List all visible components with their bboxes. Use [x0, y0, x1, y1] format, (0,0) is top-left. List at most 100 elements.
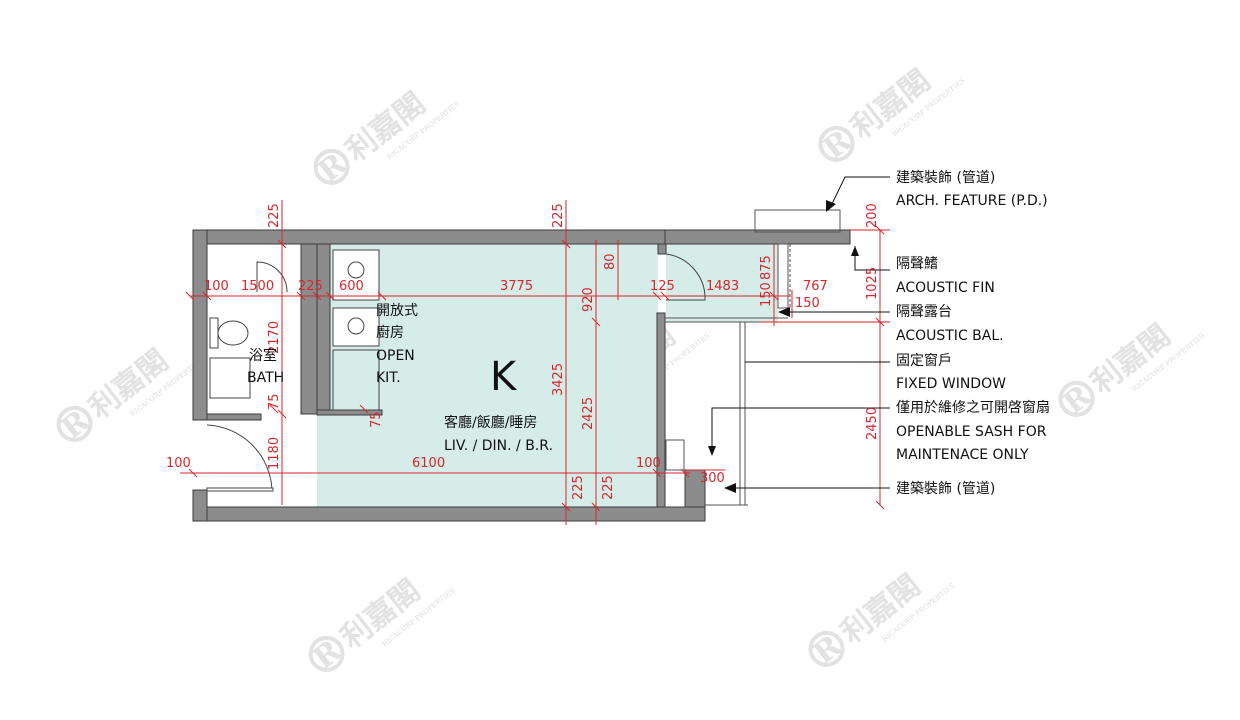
sash-en-1: OPENABLE SASH FOR [896, 424, 1047, 440]
dimension-lines [180, 200, 890, 525]
watermark-logo [808, 630, 845, 667]
dim-tick-8 [660, 291, 670, 301]
dim-tick-2 [202, 291, 212, 301]
dim-tick-22 [269, 404, 279, 414]
callout-leaders [711, 176, 890, 489]
arch-feature-2-cn: 建築裝飾 (管道) [896, 481, 995, 497]
wall-right-post [656, 312, 666, 508]
dim-tick-11 [277, 409, 287, 419]
walls [192, 229, 851, 522]
leader-sash [711, 407, 890, 450]
dim-tick-20 [875, 317, 885, 327]
watermark-3: R 利嘉閣 RICACORP PROPERTIES [55, 343, 205, 446]
arrow-arch-feature-2 [724, 483, 736, 493]
callout-arrowheads [708, 200, 859, 493]
kitchen-label-cn-2: 廚房 [376, 324, 404, 341]
wall-top-right [664, 229, 851, 245]
dim-225-bot-a: 225 [571, 475, 586, 500]
dim-tick-4 [312, 291, 322, 301]
leader-arch-feature [829, 176, 890, 209]
kitchen-label-en-2: KIT. [376, 370, 401, 386]
arrow-acoustic-bal [778, 307, 790, 317]
dim-1483: 1483 [706, 279, 739, 294]
entry-door-leaf [206, 487, 274, 492]
dim-tick-9 [769, 291, 779, 301]
dim-6100: 6100 [412, 456, 445, 471]
watermark-logo [56, 405, 93, 442]
dim-3425: 3425 [551, 363, 566, 396]
dim-tick-1 [185, 291, 195, 301]
arrow-sash [708, 446, 716, 456]
dim-tick-6 [377, 291, 387, 301]
acoustic-fin-cn: 隔聲鰭 [896, 255, 938, 272]
dim-2450: 2450 [865, 407, 880, 440]
dim-3775: 3775 [500, 279, 533, 294]
dim-1500: 1500 [241, 279, 274, 294]
dim-2170: 2170 [267, 321, 282, 354]
doors [206, 253, 706, 492]
dim-75-b: 75 [369, 411, 384, 428]
kitchen-label-en-1: OPEN [376, 348, 415, 364]
dim-225-top-mid: 225 [551, 203, 566, 228]
dim-tick-23 [359, 404, 369, 414]
dim-2425: 2425 [581, 397, 596, 430]
stove-top [332, 307, 380, 347]
watermark-6: R 利嘉閣 RICACORP PROPERTIES [307, 573, 457, 676]
dim-1180: 1180 [267, 437, 282, 470]
dim-875: 875 [759, 255, 774, 280]
kitchen-label-cn-1: 開放式 [376, 303, 418, 319]
dim-75-a: 75 [267, 393, 282, 410]
dim-1025: 1025 [865, 267, 880, 300]
arrow-acoustic-fin [851, 246, 859, 256]
watermark-logo [308, 635, 345, 672]
bath-door-swing [256, 261, 288, 293]
acoustic-bal-en: ACOUSTIC BAL. [896, 328, 1004, 344]
dim-100-b: 100 [166, 456, 191, 471]
unit-letter: K [490, 354, 518, 400]
fixtures [209, 249, 380, 411]
sash-panel [665, 439, 685, 471]
balcony-door-swing [665, 253, 706, 301]
wall-right-cap [657, 243, 667, 255]
watermark-5: R 利嘉閣 RICACORP PROPERTIES [1057, 318, 1207, 421]
shower-tray [209, 357, 251, 399]
wall-top [192, 229, 666, 245]
wall-kitchen-left [316, 243, 331, 415]
wall-bath-bottom [206, 413, 262, 421]
dim-80: 80 [603, 253, 618, 270]
sink-top [332, 249, 380, 301]
windows [665, 209, 841, 506]
arch-feature-cn: 建築裝飾 (管道) [896, 170, 995, 186]
entry-door-swing [206, 424, 273, 491]
dim-150-a: 150 [759, 282, 774, 307]
dim-tick-3 [296, 291, 306, 301]
balcony-floor [666, 244, 778, 322]
fixed-window-en: FIXED WINDOW [896, 376, 1006, 392]
fixed-window-cn: 固定窗戶 [896, 352, 952, 369]
sash-en-2: MAINTENACE ONLY [896, 447, 1029, 463]
dim-200: 200 [865, 203, 880, 228]
dim-tick-7 [652, 291, 662, 301]
dimension-labels: 225 225 100 1500 225 600 3775 920 80 125… [166, 203, 880, 500]
dim-tick-19 [875, 225, 885, 235]
watermark-logo [818, 125, 855, 162]
dim-920: 920 [581, 287, 596, 312]
bath-label-cn: 浴室 [249, 347, 277, 364]
dim-150-b: 150 [795, 296, 820, 311]
dim-225-bot-b: 225 [601, 475, 616, 500]
dim-100-a: 100 [204, 279, 229, 294]
cooktop [347, 261, 365, 279]
callout-labels: 建築裝飾 (管道) ARCH. FEATURE (P.D.) 隔聲鰭 ACOUS… [896, 170, 1050, 497]
kitchen-counter [332, 349, 380, 411]
dim-tick-15 [591, 502, 601, 512]
dim-225-top-left: 225 [267, 203, 282, 228]
dim-300: 300 [700, 471, 725, 486]
acoustic-bal-cn: 隔聲露台 [896, 303, 952, 320]
toilet-bowl [217, 320, 249, 346]
leader-acoustic-fin [854, 246, 890, 271]
room-labels: 浴室 BATH 開放式 廚房 OPEN KIT. K 客廳/飯廳/睡房 LIV.… [247, 303, 553, 454]
dim-225-b: 225 [298, 279, 323, 294]
toilet-tank [209, 317, 219, 349]
wall-bottom [192, 506, 706, 522]
dim-tick-13 [591, 317, 601, 327]
